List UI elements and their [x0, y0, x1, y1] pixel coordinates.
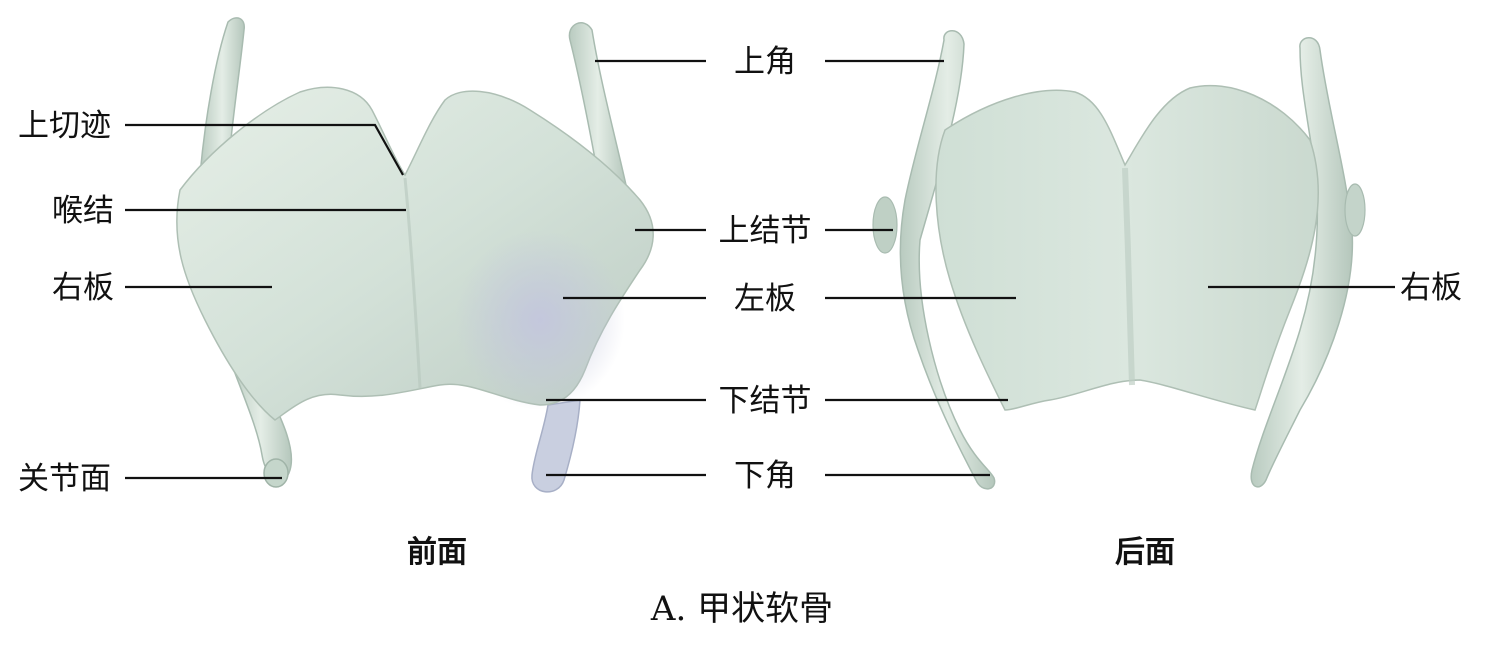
- front-right-upper-horn: [199, 17, 245, 176]
- label-upper-horn: 上角: [734, 44, 796, 80]
- back-view-illustration: [872, 30, 1366, 490]
- front-left-upper-horn: [568, 22, 627, 189]
- label-articular-facet: 关节面: [18, 461, 111, 497]
- label-right-lamina-front: 右板: [52, 270, 114, 306]
- label-right-lamina-back: 右板: [1400, 270, 1462, 306]
- label-inferior-tubercle: 下结节: [719, 383, 812, 419]
- figure-caption: A. 甲状软骨: [650, 589, 833, 629]
- articular-facet-shape: [263, 458, 289, 488]
- front-left-inferior-horn: [531, 399, 581, 493]
- view-title-back: 后面: [1115, 535, 1175, 570]
- view-title-front: 前面: [407, 535, 467, 570]
- front-view-illustration: [176, 17, 654, 493]
- label-superior-tubercle: 上结节: [719, 213, 812, 249]
- label-inferior-horn: 下角: [734, 458, 796, 494]
- labels: 上角 上切迹 喉结 上结节 右板 左板 右板 下结节 关节面 下角 前面 后面 …: [18, 44, 1462, 629]
- leader-lines: [125, 59, 1395, 480]
- label-laryngeal-prominence: 喉结: [52, 193, 114, 229]
- label-superior-notch: 上切迹: [18, 108, 111, 144]
- label-left-lamina: 左板: [734, 281, 796, 317]
